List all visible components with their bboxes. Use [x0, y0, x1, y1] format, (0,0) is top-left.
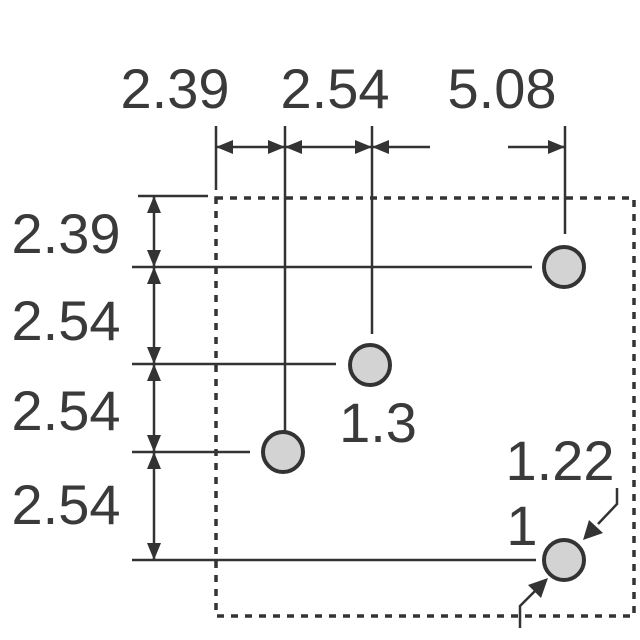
- dim-label-v2: 2.54: [12, 289, 121, 352]
- dim-label-v3: 2.54: [12, 379, 121, 442]
- dim-label-h3: 5.08: [448, 57, 557, 120]
- leader-line-upper: [597, 488, 619, 525]
- dim-label-h2: 2.54: [281, 57, 390, 120]
- arrowhead: [583, 520, 603, 540]
- pad-1: [542, 245, 586, 289]
- arrowhead: [147, 347, 161, 364]
- dim-label-v4: 2.54: [12, 473, 121, 536]
- arrowhead: [147, 435, 161, 452]
- arrowhead: [147, 452, 161, 469]
- pin1-diameter-label: 1.22: [506, 429, 615, 492]
- arrowhead: [147, 543, 161, 560]
- arrowhead: [528, 578, 548, 598]
- dim-label-h1: 2.39: [121, 57, 230, 120]
- pad-pin-1: [542, 538, 586, 582]
- pin1-label: 1: [506, 494, 537, 557]
- arrowhead: [147, 364, 161, 381]
- pad-diameter-label: 1.3: [339, 391, 417, 454]
- pad-2: [348, 343, 392, 387]
- arrowhead: [147, 196, 161, 213]
- dim-label-v1: 2.39: [12, 202, 121, 265]
- arrowhead: [285, 140, 302, 154]
- arrowhead: [372, 140, 389, 154]
- arrowhead: [147, 250, 161, 267]
- arrowhead: [147, 267, 161, 284]
- arrowhead: [355, 140, 372, 154]
- arrowhead: [216, 140, 233, 154]
- arrowhead: [548, 140, 565, 154]
- pad-3: [261, 430, 305, 474]
- leader-line-lower: [518, 589, 537, 628]
- arrowhead: [268, 140, 285, 154]
